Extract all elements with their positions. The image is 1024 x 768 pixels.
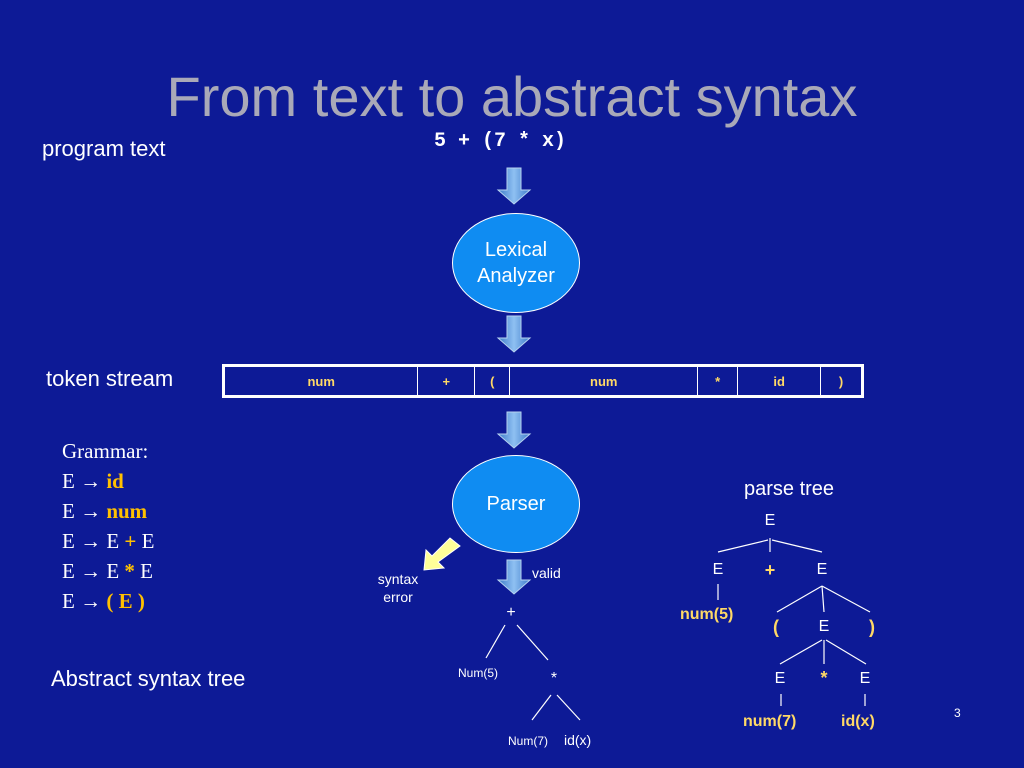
arrow-valid-icon [496, 559, 532, 595]
lexer-label-line2: Analyzer [477, 265, 555, 287]
arrow-symbol: → [80, 589, 102, 613]
pt-e-l3-left: E [774, 670, 786, 687]
token-cell: + [417, 365, 476, 397]
pt-num7-leaf: num(7) [743, 713, 797, 730]
grammar-rule: E → id [62, 469, 124, 493]
arrow-symbol: → [80, 559, 102, 583]
token-cell: id [737, 365, 822, 397]
arrow-symbol: → [80, 469, 102, 493]
program-text-label: program text [42, 136, 166, 161]
token-cell: * [697, 365, 739, 397]
pt-num5-leaf: num(5) [680, 606, 734, 623]
ast-num7-node: Num(7) [508, 734, 549, 748]
grammar-block: Grammar: E → id E → num E → E + E E → E … [62, 436, 154, 616]
valid-label: valid [532, 565, 561, 581]
arrow-to-tokens-icon [496, 315, 532, 353]
token-cell: ) [820, 365, 863, 397]
pt-paren-close: ) [869, 617, 875, 637]
parser-label: Parser [486, 493, 546, 515]
grammar-rule: E → E + E [62, 529, 155, 553]
arrow-error-icon [423, 537, 461, 571]
grammar-rule: E → ( E ) [62, 589, 145, 613]
grammar-rule: E → num [62, 499, 148, 523]
lexical-analyzer-node: Lexical Analyzer [452, 213, 580, 313]
arrow-symbol: → [80, 529, 102, 553]
ast-mult-node: * [550, 670, 558, 687]
pt-plus-node: + [764, 560, 776, 580]
arrow-to-lexer-icon [496, 167, 532, 205]
ast-root-node: + [506, 604, 516, 621]
pt-root-node: E [764, 512, 776, 529]
token-stream-label: token stream [46, 366, 174, 391]
grammar-heading: Grammar: [62, 439, 149, 463]
pt-paren-open: ( [773, 617, 779, 637]
pt-paren-e-node: E [818, 618, 830, 635]
pt-e-l3-right: E [859, 670, 871, 687]
syntax-error-label: syntax error [377, 571, 419, 605]
program-code: 5 + (7 * x) [434, 130, 567, 153]
pt-e-left-node: E [712, 561, 724, 578]
parse-tree-label: parse tree [744, 478, 835, 500]
grammar-rule: E → E * E [62, 559, 153, 583]
token-stream-table: num + ( num * id ) [222, 364, 864, 398]
pt-e-right-node: E [816, 561, 828, 578]
lexer-label-line1: Lexical [484, 239, 548, 261]
ast-idx-node: id(x) [564, 732, 592, 748]
page-number: 3 [954, 706, 961, 720]
parser-node: Parser [452, 455, 580, 553]
token-cell: num [222, 365, 419, 397]
arrow-to-parser-icon [496, 411, 532, 449]
token-cell: num [509, 365, 699, 397]
pt-idx-leaf: id(x) [841, 713, 875, 730]
ast-label: Abstract syntax tree [51, 666, 246, 691]
ast-num5-node: Num(5) [458, 666, 499, 680]
arrow-symbol: → [80, 499, 102, 523]
pt-mult-node: * [820, 668, 828, 688]
token-cell: ( [474, 365, 511, 397]
slide-title: From text to abstract syntax [166, 65, 858, 128]
